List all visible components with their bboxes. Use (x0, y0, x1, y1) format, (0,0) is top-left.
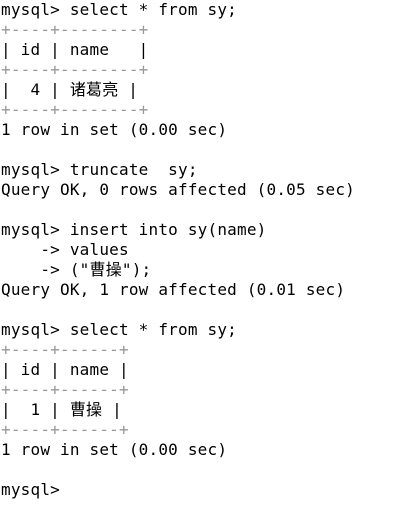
result-status: 1 row in set (0.00 sec) (1, 120, 228, 139)
command-line: mysql> truncate sy; (1, 160, 198, 179)
command-line: mysql> insert into sy(name) (1, 220, 267, 239)
command-line: mysql> select * from sy; (1, 0, 237, 19)
table-border: +----+------+ (1, 420, 129, 439)
table-border: +----+------+ (1, 380, 129, 399)
table-row: | 4 | 诸葛亮 | (1, 80, 139, 99)
command-line: mysql> select * from sy; (1, 320, 237, 339)
table-row: | 1 | 曹操 | (1, 400, 122, 419)
blank-line (1, 200, 408, 220)
table-border: +----+--------+ (1, 60, 149, 79)
blank-line (1, 140, 408, 160)
mysql-prompt[interactable]: mysql> (1, 480, 60, 499)
table-header-row: | id | name | (1, 360, 129, 379)
result-status: Query OK, 0 rows affected (0.05 sec) (1, 180, 355, 199)
table-header-row: | id | name | (1, 40, 149, 59)
result-status: 1 row in set (0.00 sec) (1, 440, 228, 459)
blank-line (1, 300, 408, 320)
blank-line (1, 460, 408, 480)
table-border: +----+--------+ (1, 100, 149, 119)
continuation-line: -> ("曹操"); (1, 260, 152, 279)
table-border: +----+--------+ (1, 20, 149, 39)
continuation-line: -> values (1, 240, 129, 259)
table-border: +----+------+ (1, 340, 129, 359)
result-status: Query OK, 1 row affected (0.01 sec) (1, 280, 346, 299)
